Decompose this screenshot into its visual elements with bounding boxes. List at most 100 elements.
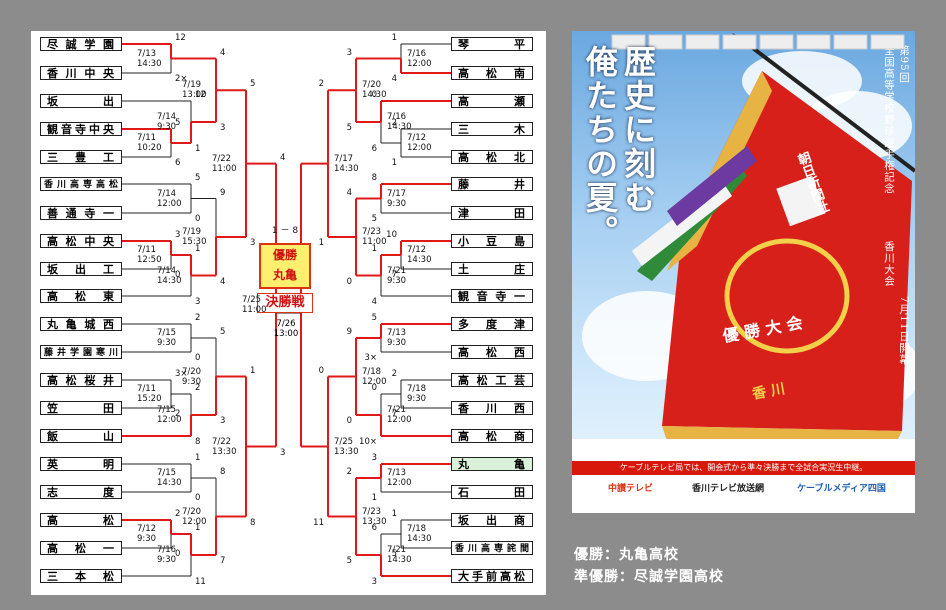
match-date: 7/11 — [137, 133, 157, 143]
match-date: 7/18 — [407, 384, 427, 394]
match-date: 7/16 — [407, 48, 427, 59]
schedule-cell — [759, 34, 794, 50]
match-score: 0 — [175, 549, 181, 559]
match-time: 12:00 — [407, 58, 432, 69]
match-date: 7/18 — [407, 524, 427, 534]
match-score: 0 — [371, 90, 377, 100]
match-score: 0 — [195, 214, 201, 224]
champion-label: 優勝 — [272, 248, 297, 262]
match-score: 11 — [313, 517, 324, 528]
team-box: 丸亀城西 — [40, 317, 122, 331]
match-date: 7/21 — [387, 405, 407, 415]
schedule-table-graphic — [611, 34, 905, 50]
team-box: 香川高専高松 — [40, 177, 122, 191]
match-score: 6 — [371, 144, 377, 154]
match-score: 3 — [220, 416, 226, 426]
match-score: 6 — [371, 523, 377, 533]
event-number: 第95回 — [898, 45, 910, 84]
team-box: 三豊工 — [40, 150, 122, 164]
match-time: 9:30 — [407, 394, 427, 404]
final-label: 決勝戦 — [257, 293, 313, 313]
final-score: 1 － 8 — [271, 226, 299, 236]
match-score: 3 — [175, 230, 181, 240]
match-score: 1 — [391, 158, 397, 168]
team-box: 尽誠学園 — [40, 37, 122, 51]
team-box: 飯山 — [40, 429, 122, 443]
team-box: 高松 — [40, 513, 122, 527]
bracket-lines — [122, 43, 451, 577]
match-date: 7/14 — [157, 188, 177, 199]
match-date: 7/11 — [137, 384, 157, 394]
match-date: 7/12 — [137, 524, 157, 534]
match-time: 14:30 — [157, 478, 182, 488]
match-time: 12:00 — [157, 198, 182, 209]
opening-date: 7月11日開幕 — [898, 296, 910, 366]
match-score: 2 — [391, 118, 397, 128]
match-score: 3× — [175, 369, 188, 379]
match-date: 7/15 — [157, 468, 177, 478]
match-score: 12 — [195, 90, 206, 100]
match-score: 0 — [195, 493, 201, 503]
match-date: 7/13 — [387, 328, 407, 338]
team-box: 高松工芸 — [451, 373, 533, 387]
match-score: 1 — [195, 453, 201, 463]
match-time: 9:30 — [182, 376, 202, 387]
team-box: 丸亀 — [451, 457, 533, 471]
final-date: 7/26 13:00 — [261, 319, 311, 339]
match-score: 3 — [280, 447, 286, 458]
slogan-line-2: 俺たちの夏。 — [581, 45, 619, 249]
match-score: 2 — [391, 369, 397, 379]
match-time: 14:30 — [157, 275, 182, 286]
match-score: 8 — [250, 517, 256, 528]
champion-name: 丸亀 — [272, 268, 297, 282]
match-date: 7/20 — [182, 506, 202, 517]
match-score: 9 — [346, 327, 352, 337]
match-time: 9:30 — [157, 555, 177, 565]
match-score: 10× — [359, 437, 377, 447]
team-box: 坂出商 — [451, 513, 533, 527]
schedule-cell — [648, 34, 683, 50]
match-score: 3 — [220, 123, 226, 133]
match-time: 12:00 — [387, 415, 412, 425]
match-date: 7/16 — [157, 545, 177, 555]
match-time: 14:30 — [334, 163, 359, 174]
match-time: 12:00 — [182, 516, 207, 527]
team-box: 高松西 — [451, 345, 533, 359]
match-date: 7/25 — [334, 436, 354, 447]
match-time: 14:30 — [387, 122, 412, 132]
team-box: 小豆島 — [451, 234, 533, 248]
match-time: 9:30 — [387, 198, 407, 209]
team-box: 志度 — [40, 485, 122, 499]
team-box: 坂出 — [40, 94, 122, 108]
match-score: 5 — [371, 313, 377, 323]
match-score: 1 — [250, 365, 256, 376]
match-score: 3 — [346, 47, 352, 58]
match-date: 7/16 — [387, 112, 407, 122]
match-score: 1 — [391, 509, 397, 519]
match-score: 4 — [346, 187, 352, 198]
match-time: 12:50 — [137, 255, 162, 265]
event-name: 全国高等学校野球選手権記念 — [883, 45, 895, 195]
match-date: 7/19 — [182, 80, 202, 91]
match-score: 4 — [280, 152, 286, 163]
sponsor-logos: 中讃テレビ 香川テレビ放送網 ケーブルメディア四国 — [572, 477, 915, 499]
match-score: 2 — [195, 383, 201, 393]
match-date: 7/15 — [157, 405, 177, 415]
team-box: 津田 — [451, 206, 533, 220]
match-score: 5 — [346, 123, 352, 133]
team-box: 高松東 — [40, 289, 122, 303]
match-score: 4 — [391, 74, 397, 84]
team-box: 香川高専詫間 — [451, 541, 533, 555]
match-date: 7/23 — [362, 227, 382, 237]
team-box: 香川中央 — [40, 66, 122, 80]
match-time: 13:30 — [334, 446, 359, 457]
match-time: 14:30 — [407, 534, 432, 544]
match-time: 11:00 — [362, 237, 387, 247]
match-score: 2 — [175, 409, 181, 419]
match-date: 7/25 — [242, 295, 262, 306]
match-time: 9:30 — [157, 122, 177, 132]
championship-flag-illustration — [632, 33, 915, 441]
event-region: 香川大会 — [883, 241, 895, 287]
match-date: 7/12 — [407, 133, 427, 143]
tournament-poster: 第95回 全国高等学校野球選手権記念 香川大会 7月11日開幕 朝日新聞社 優 … — [572, 31, 915, 513]
